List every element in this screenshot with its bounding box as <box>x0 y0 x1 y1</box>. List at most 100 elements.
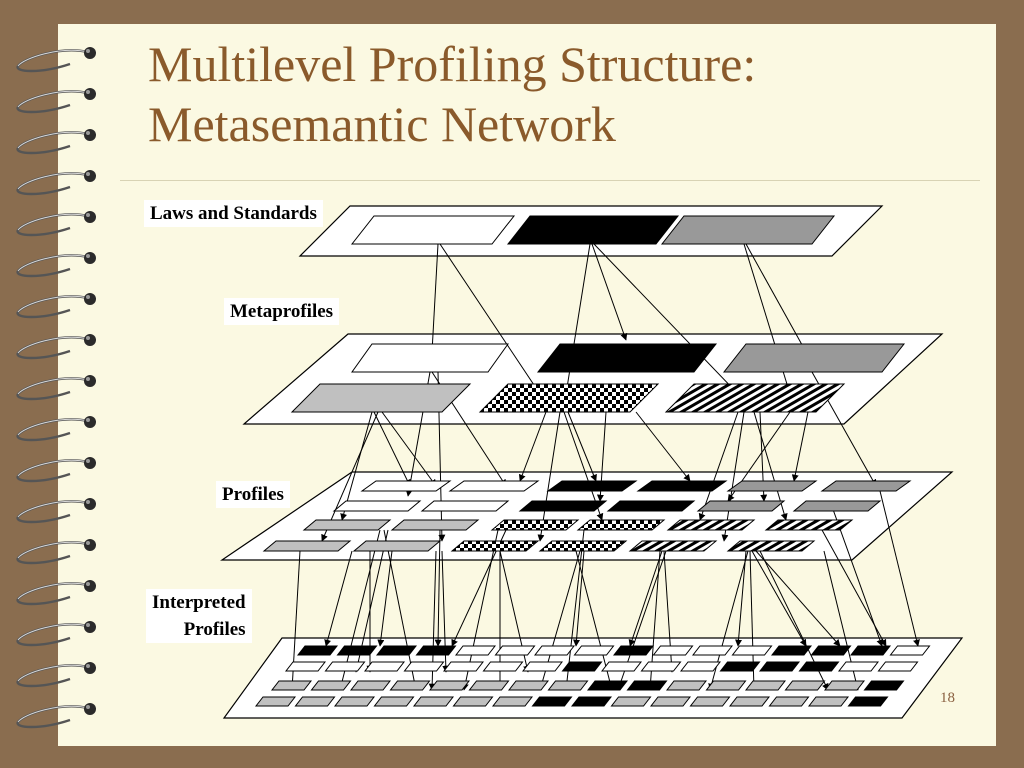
binding-ring-highlight <box>17 336 89 354</box>
binding-ring-highlight <box>17 49 89 67</box>
binding-hole-shine <box>86 541 90 545</box>
title-line-1: Multilevel Profiling Structure: <box>148 36 757 92</box>
binding-ring-highlight <box>17 705 89 723</box>
metaprofile-tile <box>351 343 509 373</box>
interpreted-profile-tile <box>310 680 352 691</box>
binding-ring <box>16 498 96 524</box>
binding-ring-highlight <box>17 541 89 559</box>
interpreted-profile-tile <box>889 645 931 656</box>
interpreted-profile-tile <box>415 645 457 656</box>
binding-hole-shine <box>86 623 90 627</box>
metaprofile-tile <box>478 383 660 413</box>
interpreted-profile-tile <box>728 696 771 707</box>
law-tile <box>660 215 836 245</box>
binding-hole-shine <box>86 213 90 217</box>
level-label-metaprofiles: Metaprofiles <box>224 298 340 325</box>
binding-hole-shine <box>86 254 90 258</box>
interpreted-profile-tile <box>570 696 613 707</box>
binding-ring-highlight <box>17 377 89 395</box>
binding-ring-highlight <box>17 459 89 477</box>
interpreted-profile-tile <box>336 645 378 656</box>
binding-ring <box>16 211 96 237</box>
binding-ring <box>16 293 96 319</box>
binding-hole-shine <box>86 90 90 94</box>
link-arrow <box>377 550 393 647</box>
interpreted-profile-tile <box>294 696 336 707</box>
interpreted-profile-tile <box>403 661 445 672</box>
link-arrow <box>373 411 411 487</box>
interpreted-profile-tile <box>758 661 801 672</box>
profile-tile <box>726 540 816 552</box>
binding-hole-shine <box>86 705 90 709</box>
interpreted-profile-tile <box>389 680 431 691</box>
interpreted-profile-tile <box>468 680 510 691</box>
interpreted-profile-tile <box>324 661 366 672</box>
binding-ring <box>16 580 96 606</box>
link-arrow <box>428 243 439 353</box>
plane-profiles <box>220 471 954 561</box>
interpreted-profile-tile <box>375 645 418 656</box>
link-arrows <box>288 243 920 691</box>
profile-tile <box>390 519 480 531</box>
binding-ring <box>16 457 96 483</box>
binding-ring <box>16 129 96 155</box>
binding-hole-shine <box>86 377 90 381</box>
interpreted-label-line-2: Profiles <box>183 619 246 640</box>
profile-tile <box>420 500 510 512</box>
link-arrow <box>735 550 747 647</box>
interpreted-label-line-1: Interpreted <box>152 592 246 613</box>
link-arrow <box>791 411 809 482</box>
metaprofile-tile <box>664 383 846 413</box>
profile-tile <box>546 480 638 492</box>
interpreted-profile-tile <box>491 696 534 707</box>
profile-tiles <box>254 215 931 707</box>
metaprofile-tile <box>536 343 718 373</box>
link-arrow <box>324 550 353 647</box>
profile-tile <box>262 540 352 552</box>
interpreted-profile-tile <box>823 680 866 691</box>
binding-hole-shine <box>86 131 90 135</box>
level-label-laws-and-standards: Laws and Standards <box>144 200 323 227</box>
link-arrow <box>751 550 807 647</box>
link-arrow <box>635 411 691 482</box>
interpreted-profile-tile <box>810 645 852 656</box>
binding-ring-highlight <box>17 582 89 600</box>
profile-tile <box>696 500 786 512</box>
binding-ring-highlight <box>17 295 89 313</box>
binding-ring-highlight <box>17 172 89 190</box>
interpreted-profile-tile <box>296 645 339 656</box>
link-arrow <box>381 411 437 487</box>
binding-ring <box>16 252 96 278</box>
binding-ring <box>16 88 96 114</box>
interpreted-profile-tile <box>807 696 850 707</box>
interpreted-profile-tile <box>798 661 840 672</box>
profile-tile <box>820 480 912 492</box>
link-arrow <box>755 550 841 647</box>
interpreted-profile-tile <box>452 696 494 707</box>
link-arrow <box>573 550 585 647</box>
interpreted-profile-tile <box>679 661 722 672</box>
interpreted-profile-tile <box>640 661 682 672</box>
level-label-interpreted-profiles: Interpreted Profiles <box>146 589 252 643</box>
interpreted-profile-tile <box>363 661 406 672</box>
profile-tile <box>636 480 728 492</box>
binding-ring <box>16 416 96 442</box>
profile-tile <box>490 519 580 531</box>
level-label-profiles: Profiles <box>216 481 290 508</box>
binding-ring-highlight <box>17 418 89 436</box>
level-planes <box>220 205 964 719</box>
binding-ring-highlight <box>17 254 89 272</box>
page-number: 18 <box>940 690 955 706</box>
profile-tile <box>666 519 756 531</box>
law-tile <box>350 215 516 245</box>
link-arrow <box>879 490 920 647</box>
interpreted-profile-tile <box>610 696 652 707</box>
binding-ring-highlight <box>17 623 89 641</box>
binding-ring-highlight <box>17 213 89 231</box>
interpreted-profile-tile <box>521 661 564 672</box>
binding-hole-shine <box>86 500 90 504</box>
interpreted-profile-tile <box>547 680 589 691</box>
interpreted-profile-tile <box>494 645 536 656</box>
interpreted-profile-tile <box>837 661 880 672</box>
interpreted-profile-tile <box>349 680 392 691</box>
